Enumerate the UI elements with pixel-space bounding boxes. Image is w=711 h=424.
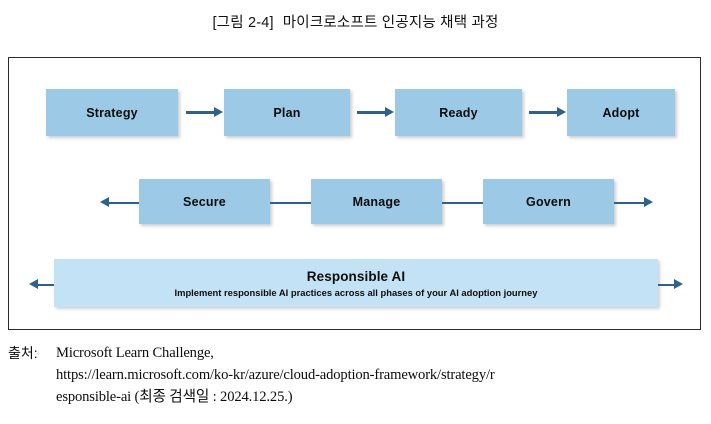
stage-box-secure[interactable]: Secure [139, 179, 270, 224]
stage-box-ready[interactable]: Ready [395, 89, 522, 136]
arrow-head-plan-ready-icon [385, 106, 394, 117]
arrow-head-ready-adopt-icon [557, 106, 566, 117]
source-label: 출처: [8, 345, 38, 361]
stage-label-govern: Govern [526, 194, 571, 209]
stage-label-adopt: Adopt [602, 105, 640, 120]
stage-label-plan: Plan [273, 105, 301, 120]
figure-title: [그림 2-4] 마이크로소프트 인공지능 채택 과정 [0, 11, 711, 32]
figure-title-text: 마이크로소프트 인공지능 채택 과정 [282, 15, 499, 31]
connector-row2-right-tail [614, 201, 644, 205]
stage-box-plan[interactable]: Plan [224, 89, 350, 136]
arrow-head-banner-left-icon [29, 279, 38, 289]
connector-plan-ready [357, 111, 385, 114]
connector-row2-left-tail [109, 201, 139, 205]
arrow-head-banner-right-icon [674, 279, 683, 289]
responsible-ai-subtitle: Implement responsible AI practices acros… [174, 286, 538, 298]
stage-label-secure: Secure [183, 194, 226, 209]
arrow-head-row2-left-icon [100, 197, 109, 207]
connector-secure-manage [270, 201, 311, 205]
stage-box-adopt[interactable]: Adopt [567, 89, 675, 136]
connector-strategy-plan [186, 111, 214, 114]
stage-label-manage: Manage [352, 194, 401, 209]
source-line: esponsible-ai (최종 검색일 : 2024.12.25.) [56, 389, 293, 405]
responsible-ai-title: Responsible AI [306, 268, 406, 284]
source-line: Microsoft Learn Challenge, [56, 345, 214, 361]
source-lines: Microsoft Learn Challenge, https://learn… [56, 342, 708, 408]
connector-banner-left-tail [38, 283, 54, 287]
stage-label-strategy: Strategy [86, 105, 138, 120]
responsible-ai-banner[interactable]: Responsible AI Implement responsible AI … [54, 259, 658, 307]
stage-box-strategy[interactable]: Strategy [46, 89, 178, 136]
connector-manage-govern [442, 201, 483, 205]
connector-banner-right-tail [658, 283, 674, 287]
stage-label-ready: Ready [439, 105, 478, 120]
stage-box-manage[interactable]: Manage [311, 179, 442, 224]
arrow-head-row2-right-icon [644, 197, 653, 207]
connector-ready-adopt [529, 111, 557, 114]
diagram-frame: Strategy Plan Ready Adopt Secure Manage … [8, 57, 701, 330]
source-line: https://learn.microsoft.com/ko-kr/azure/… [56, 367, 495, 383]
source-citation: 출처: Microsoft Learn Challenge, https://l… [8, 342, 708, 408]
arrow-head-strategy-plan-icon [214, 106, 223, 117]
figure-number: [그림 2-4] [212, 15, 274, 31]
stage-box-govern[interactable]: Govern [483, 179, 614, 224]
